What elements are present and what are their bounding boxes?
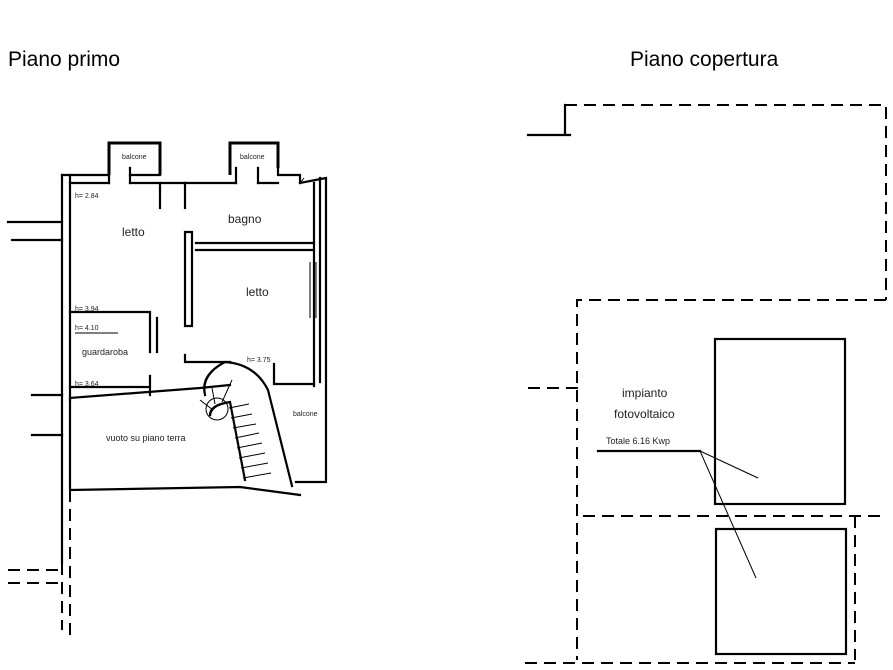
wall-top [60,166,302,185]
wall-partition-a [158,181,187,210]
dashed-roof-lower [525,515,886,664]
solar-panel-upper [713,337,847,506]
dashed-roof-outline [565,104,887,660]
label-height-3: h= 4.10 [75,325,99,332]
label-height-1: h= 2.84 [75,193,99,200]
leader-line-upper [699,450,759,479]
wall-guardaroba-top [68,310,159,354]
roof-corner-top [526,103,572,137]
label-fotovoltaico: fotovoltaico [614,407,675,421]
balcony-2 [228,141,280,175]
label-letto-2: letto [246,285,269,299]
door-ticks-top [107,166,260,185]
window-right [309,262,317,318]
label-bagno: bagno [228,212,262,226]
label-balcone-1: balcone [122,154,147,161]
spiral-staircase [199,360,294,488]
label-balcone-3: balcone [293,411,318,418]
wall-right-inner [312,176,322,388]
leader-line-lower [699,450,757,579]
label-balcone-2: balcone [240,154,265,161]
wall-bagno-lower [194,241,316,252]
solar-panel-lower [714,527,848,656]
label-impianto: impianto [622,386,668,400]
wall-stair-right [272,362,316,386]
balcony-1 [107,141,162,175]
plan-title-piano-primo: Piano primo [8,48,121,71]
wall-stubs-lower [30,393,64,437]
first-floor-plan [6,141,328,638]
plan-title-piano-copertura: Piano copertura [630,48,779,71]
label-letto-1: letto [122,225,145,239]
wall-corner [299,177,305,184]
label-guardaroba: guardaroba [82,347,128,357]
label-pv-total: Totale 6.16 Kwp [606,436,670,446]
label-height-5: h= 3.75 [247,357,271,364]
label-height-2: h= 3.94 [75,306,99,313]
wall-right-slant [294,176,328,484]
label-vuoto: vuoto su piano terra [106,433,186,443]
gallery-edge [68,383,232,400]
wall-stair-top [183,353,232,364]
dashed-lower-walls [8,490,71,638]
wall-partition-center [183,230,194,328]
label-height-4: h= 3.64 [75,381,99,388]
roof-plan [525,103,887,664]
wall-bottom [68,398,302,497]
